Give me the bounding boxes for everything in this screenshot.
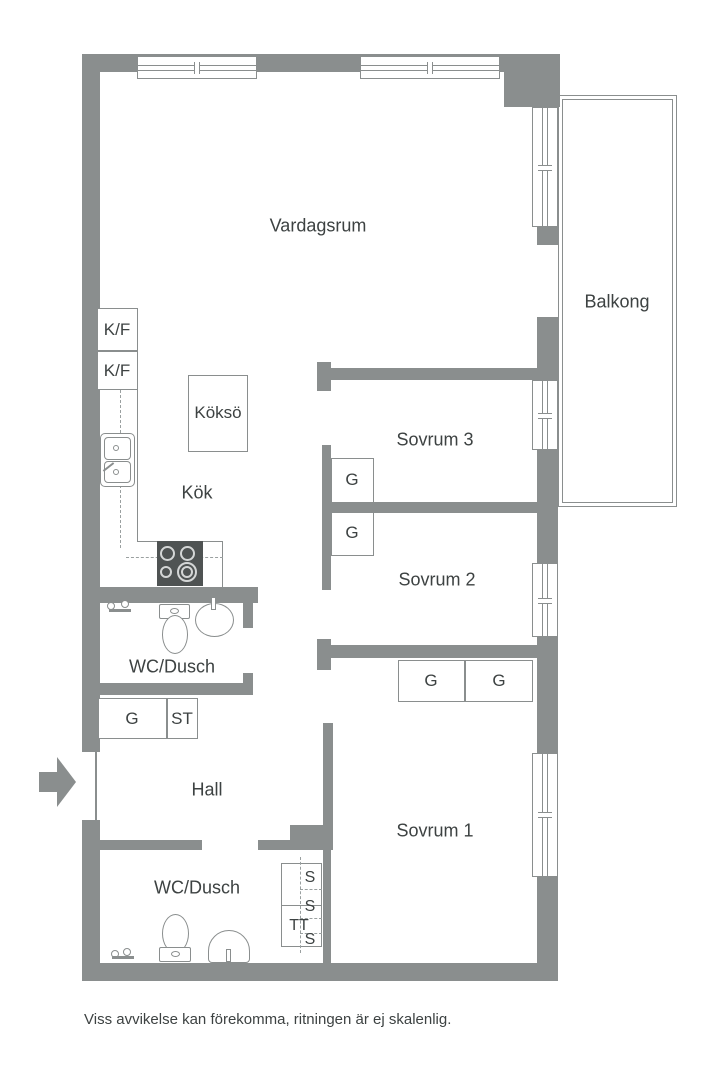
wardrobe-sovrum2 bbox=[331, 512, 374, 556]
wall-sovrum3-north bbox=[322, 368, 538, 380]
wall-right-e bbox=[537, 877, 558, 981]
shower-mixer-bar-icon bbox=[109, 609, 131, 612]
wall-right-a bbox=[537, 227, 558, 245]
stove-burner-icon bbox=[160, 546, 175, 561]
fixture-label-st-hall: ST bbox=[171, 709, 193, 728]
toilet-2-bowl bbox=[162, 914, 189, 953]
window-sovrum2 bbox=[532, 563, 558, 637]
shower-mixer-bar-icon bbox=[112, 956, 134, 959]
sink-drain-icon bbox=[113, 469, 119, 475]
wall-wc1-bottom bbox=[97, 683, 253, 695]
sink-drain-icon bbox=[113, 445, 119, 451]
wall-hall-wc-right bbox=[258, 840, 333, 850]
laundry-storage-dashed-v bbox=[300, 857, 301, 953]
wall-left-upper bbox=[82, 54, 100, 752]
room-label-kok: Kök bbox=[181, 482, 213, 503]
room-label-kokso: Köksö bbox=[194, 403, 242, 422]
wall-sovrum3-sovrum2 bbox=[322, 502, 558, 513]
window-mullion bbox=[427, 62, 433, 74]
fixture-label-kf-1: K/F bbox=[103, 320, 131, 339]
wall-sovrum2-sovrum1-jamb bbox=[317, 639, 331, 670]
shower-mixer-icon bbox=[123, 948, 131, 956]
wall-wc2-sovrum1 bbox=[323, 850, 331, 963]
wardrobe-hall bbox=[98, 698, 167, 739]
stove-burner-ring bbox=[181, 566, 193, 578]
window-mullion bbox=[194, 62, 200, 74]
laundry-storage-dashed-h3 bbox=[300, 933, 322, 934]
fixture-label-g-sov3: G bbox=[345, 470, 359, 489]
fixture-label-tt: TT bbox=[289, 917, 309, 934]
fixture-label-s-1: S bbox=[304, 869, 316, 886]
stove-burner-icon bbox=[177, 562, 197, 582]
entrance-door-line bbox=[95, 752, 97, 820]
stove-burner-icon bbox=[160, 566, 172, 578]
window-sovrum3 bbox=[532, 380, 558, 450]
room-label-hall: Hall bbox=[191, 779, 223, 800]
balcony-outline-inner bbox=[562, 99, 673, 503]
fixture-label-s-2: S bbox=[304, 898, 316, 915]
window-top-1 bbox=[137, 56, 257, 79]
wall-wc1-top bbox=[97, 587, 258, 603]
sink-1-faucet-icon bbox=[211, 597, 216, 610]
toilet-1-button bbox=[170, 608, 179, 614]
room-label-sovrum1: Sovrum 1 bbox=[396, 820, 474, 841]
room-label-sovrum2: Sovrum 2 bbox=[398, 569, 476, 590]
wardrobe-sovrum1-a bbox=[398, 660, 465, 702]
wall-sovrum3-north-jamb bbox=[317, 362, 331, 391]
window-sovrum1 bbox=[532, 753, 558, 877]
room-label-wc-dusch-1: WC/Dusch bbox=[128, 656, 216, 677]
counter-edge-vertical bbox=[137, 390, 138, 542]
wall-corner-top-right bbox=[504, 54, 560, 107]
wall-closet-vertical bbox=[322, 445, 331, 590]
room-label-wc-dusch-2: WC/Dusch bbox=[153, 877, 241, 898]
wall-sovrum2-sovrum1 bbox=[322, 645, 558, 658]
wall-bottom bbox=[82, 963, 558, 981]
entrance-arrow-head-icon bbox=[57, 757, 76, 807]
room-label-sovrum3: Sovrum 3 bbox=[396, 429, 474, 450]
counter-edge-right bbox=[222, 541, 223, 588]
toilet-1-bowl bbox=[162, 615, 188, 654]
sink-2-faucet-icon bbox=[226, 949, 231, 962]
fixture-label-kf-2: K/F bbox=[103, 361, 131, 380]
fixture-label-g-sov1-b: G bbox=[492, 671, 506, 690]
room-label-balkong: Balkong bbox=[584, 291, 650, 312]
fixture-label-g-sov2: G bbox=[345, 523, 359, 542]
wardrobe-sovrum1-b bbox=[465, 660, 533, 702]
wall-left-lower bbox=[82, 820, 100, 981]
laundry-storage-dashed-h1 bbox=[300, 889, 322, 890]
room-label-vardagsrum: Vardagsrum bbox=[269, 215, 367, 236]
wardrobe-sovrum3 bbox=[331, 458, 374, 503]
window-mullion bbox=[538, 812, 552, 818]
wall-hall-wc-left bbox=[97, 840, 202, 850]
fridge-freezer-1 bbox=[97, 308, 138, 351]
fixture-label-g-hall: G bbox=[125, 709, 139, 728]
toilet-2-button bbox=[171, 951, 180, 957]
laundry-storage-divider bbox=[281, 905, 322, 906]
shower-mixer-icon bbox=[121, 600, 129, 608]
stove-burner-icon bbox=[180, 546, 195, 561]
entrance-arrow-icon bbox=[39, 772, 58, 792]
wall-wc1-bottom-jamb bbox=[243, 673, 253, 695]
kitchen-island bbox=[188, 375, 248, 452]
wall-hall-vertical bbox=[323, 723, 333, 850]
window-vardagsrum-balcony bbox=[532, 107, 558, 227]
wall-right-b bbox=[537, 317, 558, 380]
cleaning-closet-hall bbox=[167, 698, 198, 739]
window-mullion bbox=[538, 413, 552, 419]
fixture-label-s-3: S bbox=[304, 931, 316, 948]
balcony-outline-outer bbox=[558, 95, 677, 507]
laundry-storage-dashed-h2 bbox=[300, 918, 322, 919]
window-top-2 bbox=[360, 56, 500, 79]
disclaimer-text: Viss avvikelse kan förekomma, ritningen … bbox=[84, 1011, 452, 1028]
wall-wc1-top-jamb bbox=[243, 603, 253, 628]
window-mullion bbox=[538, 165, 552, 171]
window-mullion bbox=[538, 598, 552, 604]
fridge-freezer-2 bbox=[97, 351, 138, 390]
fixture-label-g-sov1-a: G bbox=[424, 671, 438, 690]
wall-right-d bbox=[537, 637, 558, 753]
